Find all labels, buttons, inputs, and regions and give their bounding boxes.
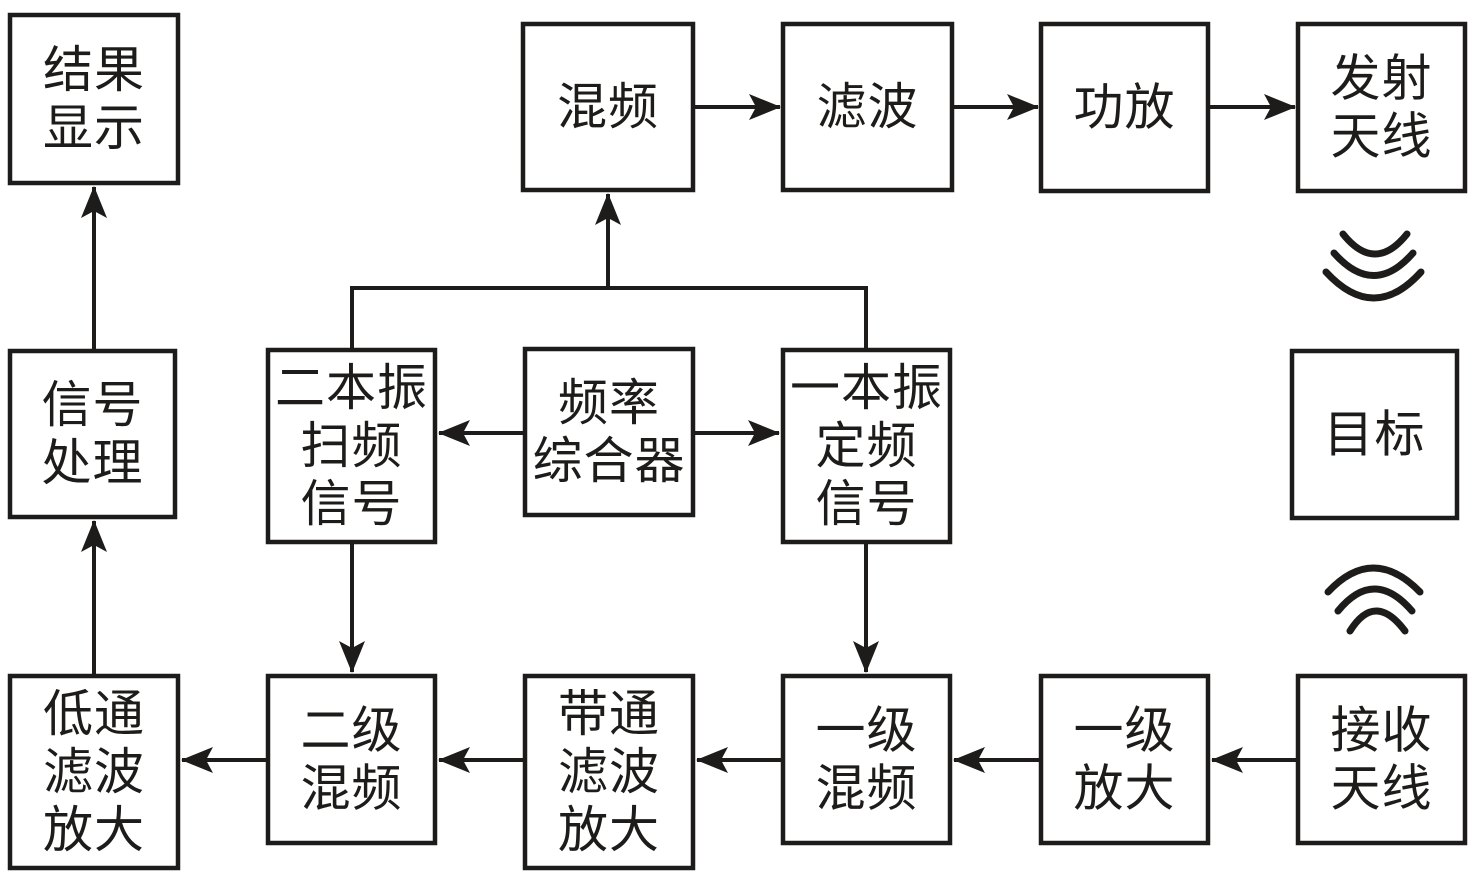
node-tx-antenna: 发射天线 bbox=[1295, 21, 1468, 194]
first-lo-fixed-label: 一本振定频信号 bbox=[790, 360, 943, 532]
filter-box bbox=[780, 21, 955, 193]
node-first-stage-mixer: 一级混频 bbox=[780, 673, 953, 846]
node-freq-synthesizer: 频率综合器 bbox=[522, 346, 696, 518]
node-filter: 滤波 bbox=[780, 21, 955, 193]
bandpass-filter-amp-box bbox=[522, 673, 696, 871]
rx-antenna-box bbox=[1295, 673, 1468, 846]
signal-processing-box bbox=[7, 348, 178, 520]
first-stage-amp-label: 一级放大 bbox=[1074, 703, 1176, 817]
rx-antenna-label: 接收天线 bbox=[1331, 703, 1433, 817]
second-lo-sweep-label: 二本振扫频信号 bbox=[275, 360, 428, 532]
node-first-stage-amp: 一级放大 bbox=[1038, 673, 1211, 846]
node-second-stage-mixer: 二级混频 bbox=[265, 673, 438, 846]
mixer-box bbox=[520, 21, 696, 193]
target-box bbox=[1289, 348, 1460, 521]
second-stage-mixer-label: 二级混频 bbox=[301, 703, 403, 817]
node-result-display: 结果显示 bbox=[7, 12, 181, 186]
target-label: 目标 bbox=[1324, 407, 1426, 463]
first-stage-mixer-box bbox=[780, 673, 953, 846]
power-amp-label: 功放 bbox=[1074, 80, 1176, 136]
power-amp-box bbox=[1038, 21, 1211, 194]
tx-antenna-label: 发射天线 bbox=[1331, 51, 1433, 165]
result-display-label: 结果显示 bbox=[43, 42, 145, 156]
node-first-lo-fixed: 一本振定频信号 bbox=[780, 347, 953, 545]
lowpass-filter-amp-label: 低通滤波放大 bbox=[43, 686, 145, 858]
node-bandpass-filter-amp: 带通滤波放大 bbox=[522, 673, 696, 871]
node-mixer: 混频 bbox=[520, 21, 696, 193]
tx-antenna-box bbox=[1295, 21, 1468, 194]
freq-synthesizer-label: 频率综合器 bbox=[533, 375, 686, 489]
signal-processing-label: 信号处理 bbox=[42, 377, 144, 491]
first-lo-fixed-box bbox=[780, 347, 953, 545]
tx-radiating-waves-icon bbox=[1322, 230, 1425, 302]
node-target: 目标 bbox=[1289, 348, 1460, 521]
bandpass-filter-amp-label: 带通滤波放大 bbox=[558, 686, 660, 858]
node-lowpass-filter-amp: 低通滤波放大 bbox=[7, 673, 181, 871]
node-power-amp: 功放 bbox=[1038, 21, 1211, 194]
first-stage-amp-box bbox=[1038, 673, 1211, 846]
node-rx-antenna: 接收天线 bbox=[1295, 673, 1468, 846]
filter-label: 滤波 bbox=[817, 79, 919, 135]
second-stage-mixer-box bbox=[265, 673, 438, 846]
rx-incoming-waves-icon bbox=[1324, 564, 1424, 635]
mixer-label: 混频 bbox=[557, 79, 659, 135]
node-signal-processing: 信号处理 bbox=[7, 348, 178, 520]
result-display-box bbox=[7, 12, 181, 186]
lowpass-filter-amp-box bbox=[7, 673, 181, 871]
node-second-lo-sweep: 二本振扫频信号 bbox=[265, 347, 438, 545]
edge-lo-junction-bus bbox=[350, 286, 868, 350]
second-lo-sweep-box bbox=[265, 347, 438, 545]
first-stage-mixer-label: 一级混频 bbox=[816, 703, 918, 817]
freq-synthesizer-box bbox=[522, 346, 696, 518]
